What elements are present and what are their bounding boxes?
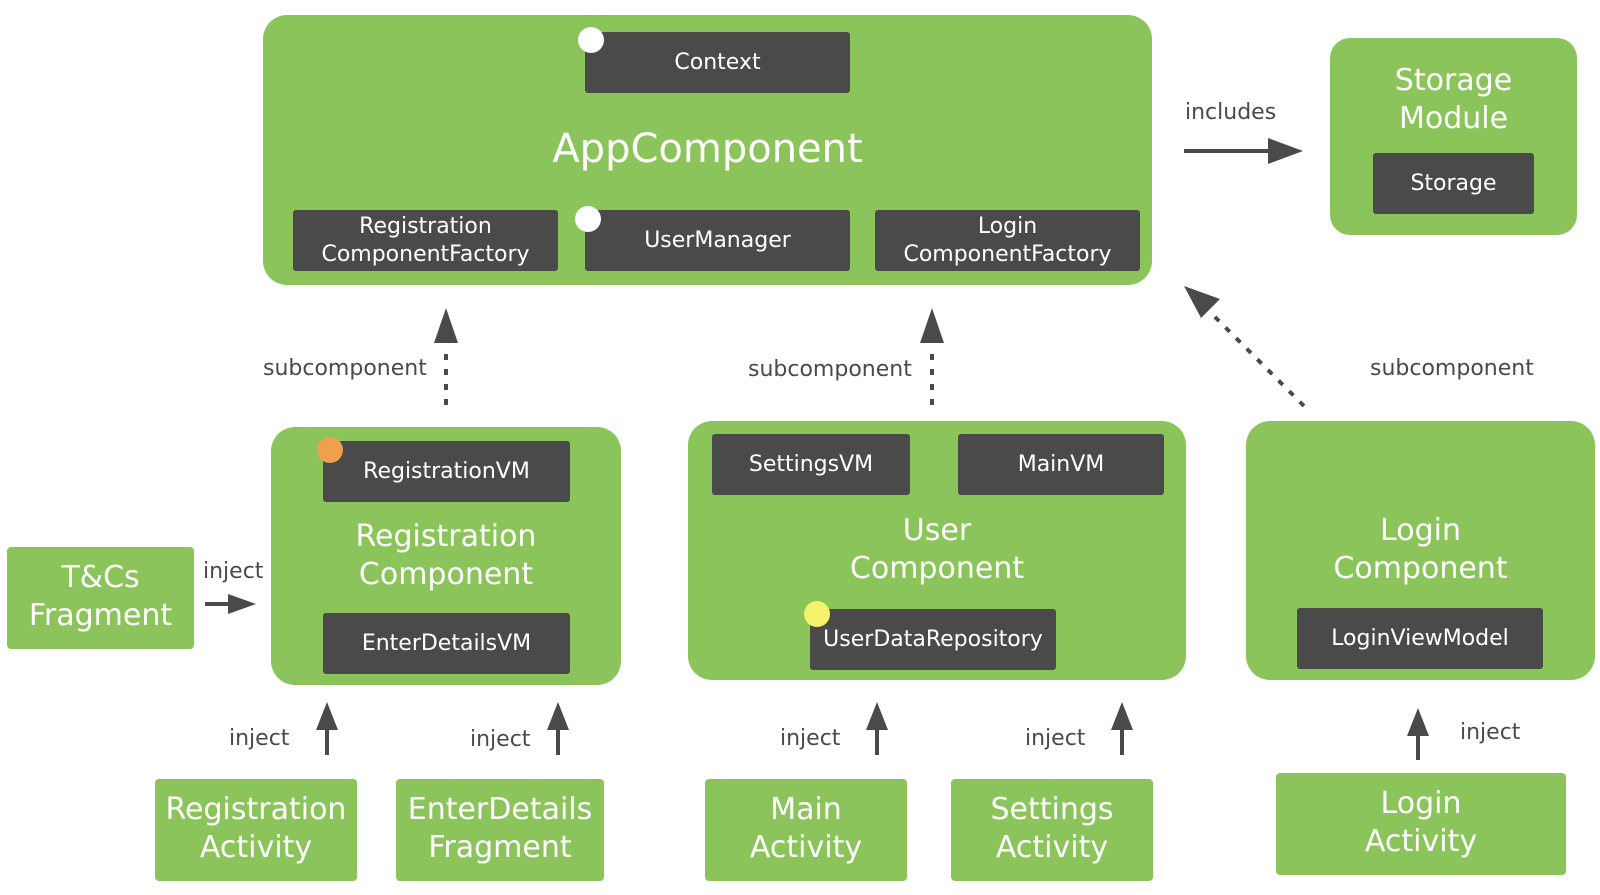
enter-details-inject-label: inject bbox=[470, 727, 531, 752]
main-vm-binding: MainVM bbox=[958, 434, 1164, 495]
context-binding: Context bbox=[585, 32, 850, 93]
registration-component-title: Registration Component bbox=[355, 519, 537, 592]
tcs-fragment bbox=[7, 547, 194, 649]
user-manager-scope-dot bbox=[575, 206, 601, 232]
tcs-fragment-title: T&Cs Fragment bbox=[28, 560, 173, 633]
registration-subcomponent-arrow-head bbox=[434, 308, 458, 343]
user-component-title: User Component bbox=[849, 513, 1025, 586]
login-inject-arrow-head bbox=[1407, 708, 1429, 736]
registration-vm-scope-dot bbox=[317, 437, 343, 463]
includes-label: includes bbox=[1185, 100, 1277, 125]
enter-details-inject-arrow-head bbox=[547, 702, 569, 730]
storage-module-title: Storage Module bbox=[1394, 63, 1513, 136]
main-activity-title: Main Activity bbox=[749, 792, 863, 865]
registration-component-factory-binding: Registration ComponentFactory bbox=[293, 210, 558, 271]
registration-activity-title: Registration Activity bbox=[165, 792, 347, 865]
context-scope-dot bbox=[578, 27, 604, 53]
login-inject-label: inject bbox=[1460, 720, 1521, 745]
app-component-title: AppComponent bbox=[552, 126, 863, 172]
user-subcomponent-label: subcomponent bbox=[748, 357, 912, 382]
enter-details-vm-binding: EnterDetailsVM bbox=[323, 613, 570, 674]
login-subcomponent-arrow-line bbox=[1212, 314, 1306, 408]
enter-details-fragment bbox=[396, 779, 604, 881]
tcs-inject-arrow-head bbox=[228, 594, 256, 614]
user-data-repository-binding: UserDataRepository bbox=[810, 609, 1056, 670]
main-inject-arrow-head bbox=[866, 702, 888, 730]
login-component-factory-binding: Login ComponentFactory bbox=[875, 210, 1140, 271]
registration-vm-binding: RegistrationVM bbox=[323, 441, 570, 502]
registration-activity-inject-arrow-head bbox=[316, 702, 338, 730]
user-data-repository-scope-dot bbox=[804, 601, 830, 627]
settings-inject-label: inject bbox=[1025, 726, 1086, 751]
main-inject-label: inject bbox=[780, 726, 841, 751]
user-subcomponent-arrow-head bbox=[920, 308, 944, 343]
login-subcomponent-label: subcomponent bbox=[1370, 356, 1534, 381]
login-subcomponent-arrow-head bbox=[1184, 286, 1220, 318]
registration-activity bbox=[155, 779, 357, 881]
includes-arrow-head bbox=[1268, 138, 1303, 164]
main-activity bbox=[705, 779, 907, 881]
login-component-title: Login Component bbox=[1333, 513, 1508, 586]
storage-binding: Storage bbox=[1373, 153, 1534, 214]
settings-inject-arrow-head bbox=[1111, 702, 1133, 730]
login-activity-title: Login Activity bbox=[1364, 786, 1478, 859]
login-view-model-binding: LoginViewModel bbox=[1297, 608, 1543, 669]
settings-activity bbox=[951, 779, 1153, 881]
tcs-inject-label: inject bbox=[203, 559, 264, 584]
settings-activity-title: Settings Activity bbox=[990, 792, 1114, 865]
login-activity bbox=[1276, 773, 1566, 875]
user-manager-binding: UserManager bbox=[585, 210, 850, 271]
enter-details-fragment-title: EnterDetails Fragment bbox=[407, 792, 593, 865]
settings-vm-binding: SettingsVM bbox=[712, 434, 910, 495]
registration-subcomponent-label: subcomponent bbox=[263, 356, 427, 381]
registration-activity-inject-label: inject bbox=[229, 726, 290, 751]
